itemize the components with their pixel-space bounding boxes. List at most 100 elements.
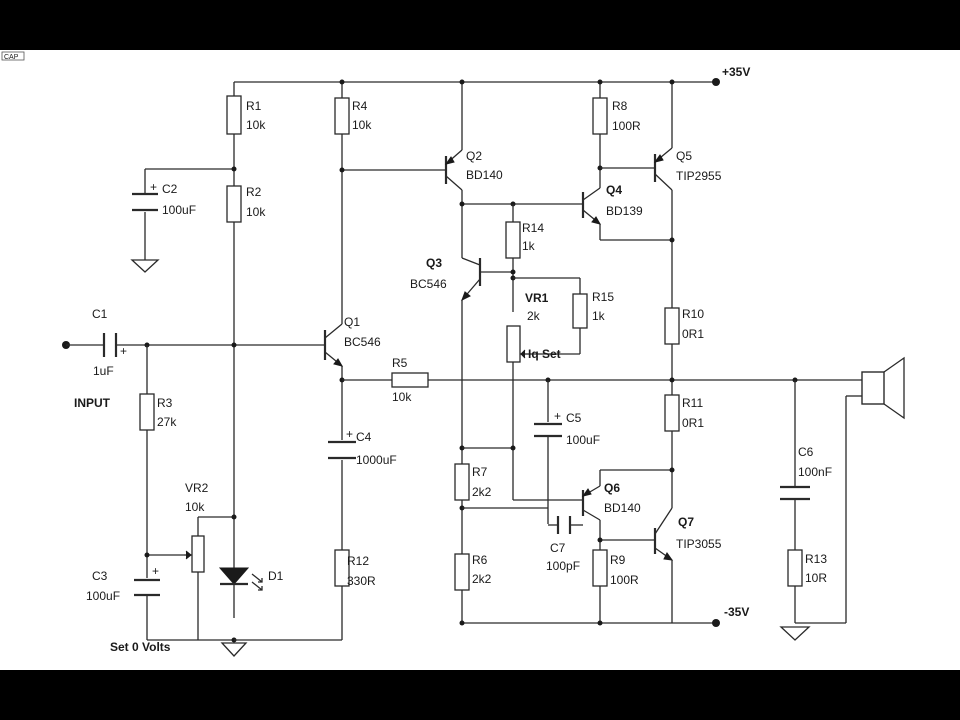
r10-resistor — [664, 307, 680, 345]
junction-dot — [144, 552, 150, 558]
junction-dot — [669, 237, 675, 243]
r11-value: 0R1 — [682, 416, 704, 430]
wire-q6 — [599, 469, 672, 623]
r15-value: 1k — [592, 309, 606, 323]
r9-value: 100R — [610, 573, 639, 587]
c4-plus: + — [346, 427, 353, 441]
junction-dot — [510, 269, 516, 275]
r15-ref: R15 — [592, 290, 614, 304]
r1-resistor — [226, 95, 242, 135]
c4-capacitor — [328, 440, 356, 460]
wire-vr2 — [197, 516, 234, 640]
c3-ref: C3 — [92, 569, 108, 583]
r7-resistor — [454, 463, 470, 501]
r8-resistor — [592, 97, 608, 135]
vr1-trimmer — [506, 325, 521, 363]
c2-ref: C2 — [162, 182, 178, 196]
q2-ref: Q2 — [466, 149, 482, 163]
q6-transistor — [581, 485, 601, 521]
c3-capacitor — [134, 578, 160, 597]
r3-value: 27k — [157, 415, 177, 429]
d1-light-arrow — [251, 573, 263, 583]
r13-value: 10R — [805, 571, 827, 585]
q3-transistor — [461, 257, 513, 302]
r7-ref: R7 — [472, 465, 488, 479]
r7-value: 2k2 — [472, 485, 492, 499]
junction-dot — [597, 79, 603, 85]
r15-resistor — [572, 293, 588, 329]
junction-dot — [459, 79, 465, 85]
c7-ref: C7 — [550, 541, 566, 555]
q5-value: TIP2955 — [676, 169, 722, 183]
junction-dot — [231, 342, 237, 348]
header-tag-box — [1, 51, 25, 61]
q1-transistor — [323, 323, 344, 367]
junction-dot — [669, 377, 675, 383]
c5-capacitor — [534, 422, 562, 438]
r5-ref: R5 — [392, 356, 408, 370]
r10-value: 0R1 — [682, 327, 704, 341]
q7-ref: Q7 — [678, 515, 694, 529]
junction-dot — [231, 514, 237, 520]
wire-q1-column — [234, 82, 446, 641]
r10-ref: R10 — [682, 307, 704, 321]
r11-resistor — [664, 394, 680, 432]
r1-value: 10k — [246, 118, 266, 132]
negative-rail — [462, 619, 720, 627]
junction-dot — [459, 201, 465, 207]
r9-ref: R9 — [610, 553, 626, 567]
input-label: INPUT — [74, 396, 111, 410]
r14-resistor — [505, 221, 521, 259]
r6-value: 2k2 — [472, 572, 492, 586]
vr1-value: 2k — [527, 309, 541, 323]
junction-dot — [510, 445, 516, 451]
c5-ref: C5 — [566, 411, 582, 425]
q6-value: BD140 — [604, 501, 641, 515]
q4-value: BD139 — [606, 204, 643, 218]
junction-dot — [231, 166, 237, 172]
q3-ref: Q3 — [426, 256, 442, 270]
q1-ref: Q1 — [344, 315, 360, 329]
junction-dot — [669, 79, 675, 85]
r4-resistor — [334, 97, 350, 135]
vr2-value: 10k — [185, 500, 205, 514]
vr2-ref: VR2 — [185, 481, 209, 495]
junction-dot — [597, 620, 603, 626]
q2-transistor — [444, 149, 463, 191]
junction-dot — [459, 620, 465, 626]
vr2-wiper-arrow — [184, 550, 192, 560]
c2-capacitor — [132, 192, 158, 212]
positive-rail — [234, 78, 720, 86]
negative-rail-label: -35V — [724, 605, 749, 619]
c2-plus: + — [150, 180, 157, 194]
wire-r1-r2 — [144, 82, 235, 618]
schematic-sheet: CAP +35V -35V R1 10k R2 10k + C2 100uF — [0, 50, 960, 670]
speaker-icon — [861, 356, 905, 420]
r9-resistor — [592, 549, 608, 587]
r13-ref: R13 — [805, 552, 827, 566]
r4-ref: R4 — [352, 99, 368, 113]
r13-resistor — [787, 549, 803, 587]
r11-ref: R11 — [682, 396, 703, 410]
c1-value: 1uF — [93, 364, 114, 378]
vr1-wiper-arrow — [520, 349, 530, 359]
d1-light-arrow — [251, 581, 263, 591]
c2-value: 100uF — [162, 203, 196, 217]
c3-plus: + — [152, 564, 159, 578]
set-zero-label: Set 0 Volts — [110, 640, 171, 654]
r8-ref: R8 — [612, 99, 628, 113]
d1-led — [218, 567, 250, 585]
c6-capacitor — [780, 485, 810, 501]
c6-ref: C6 — [798, 445, 814, 459]
r12-value: 330R — [347, 574, 376, 588]
ground-symbol-output — [779, 626, 811, 641]
c1-plus: + — [120, 344, 127, 358]
r1-ref: R1 — [246, 99, 262, 113]
c7-capacitor — [556, 516, 572, 534]
q5-ref: Q5 — [676, 149, 692, 163]
c4-value: 1000uF — [356, 453, 397, 467]
r4-value: 10k — [352, 118, 372, 132]
c6-value: 100nF — [798, 465, 832, 479]
r14-value: 1k — [522, 239, 536, 253]
q7-transistor — [653, 507, 674, 561]
